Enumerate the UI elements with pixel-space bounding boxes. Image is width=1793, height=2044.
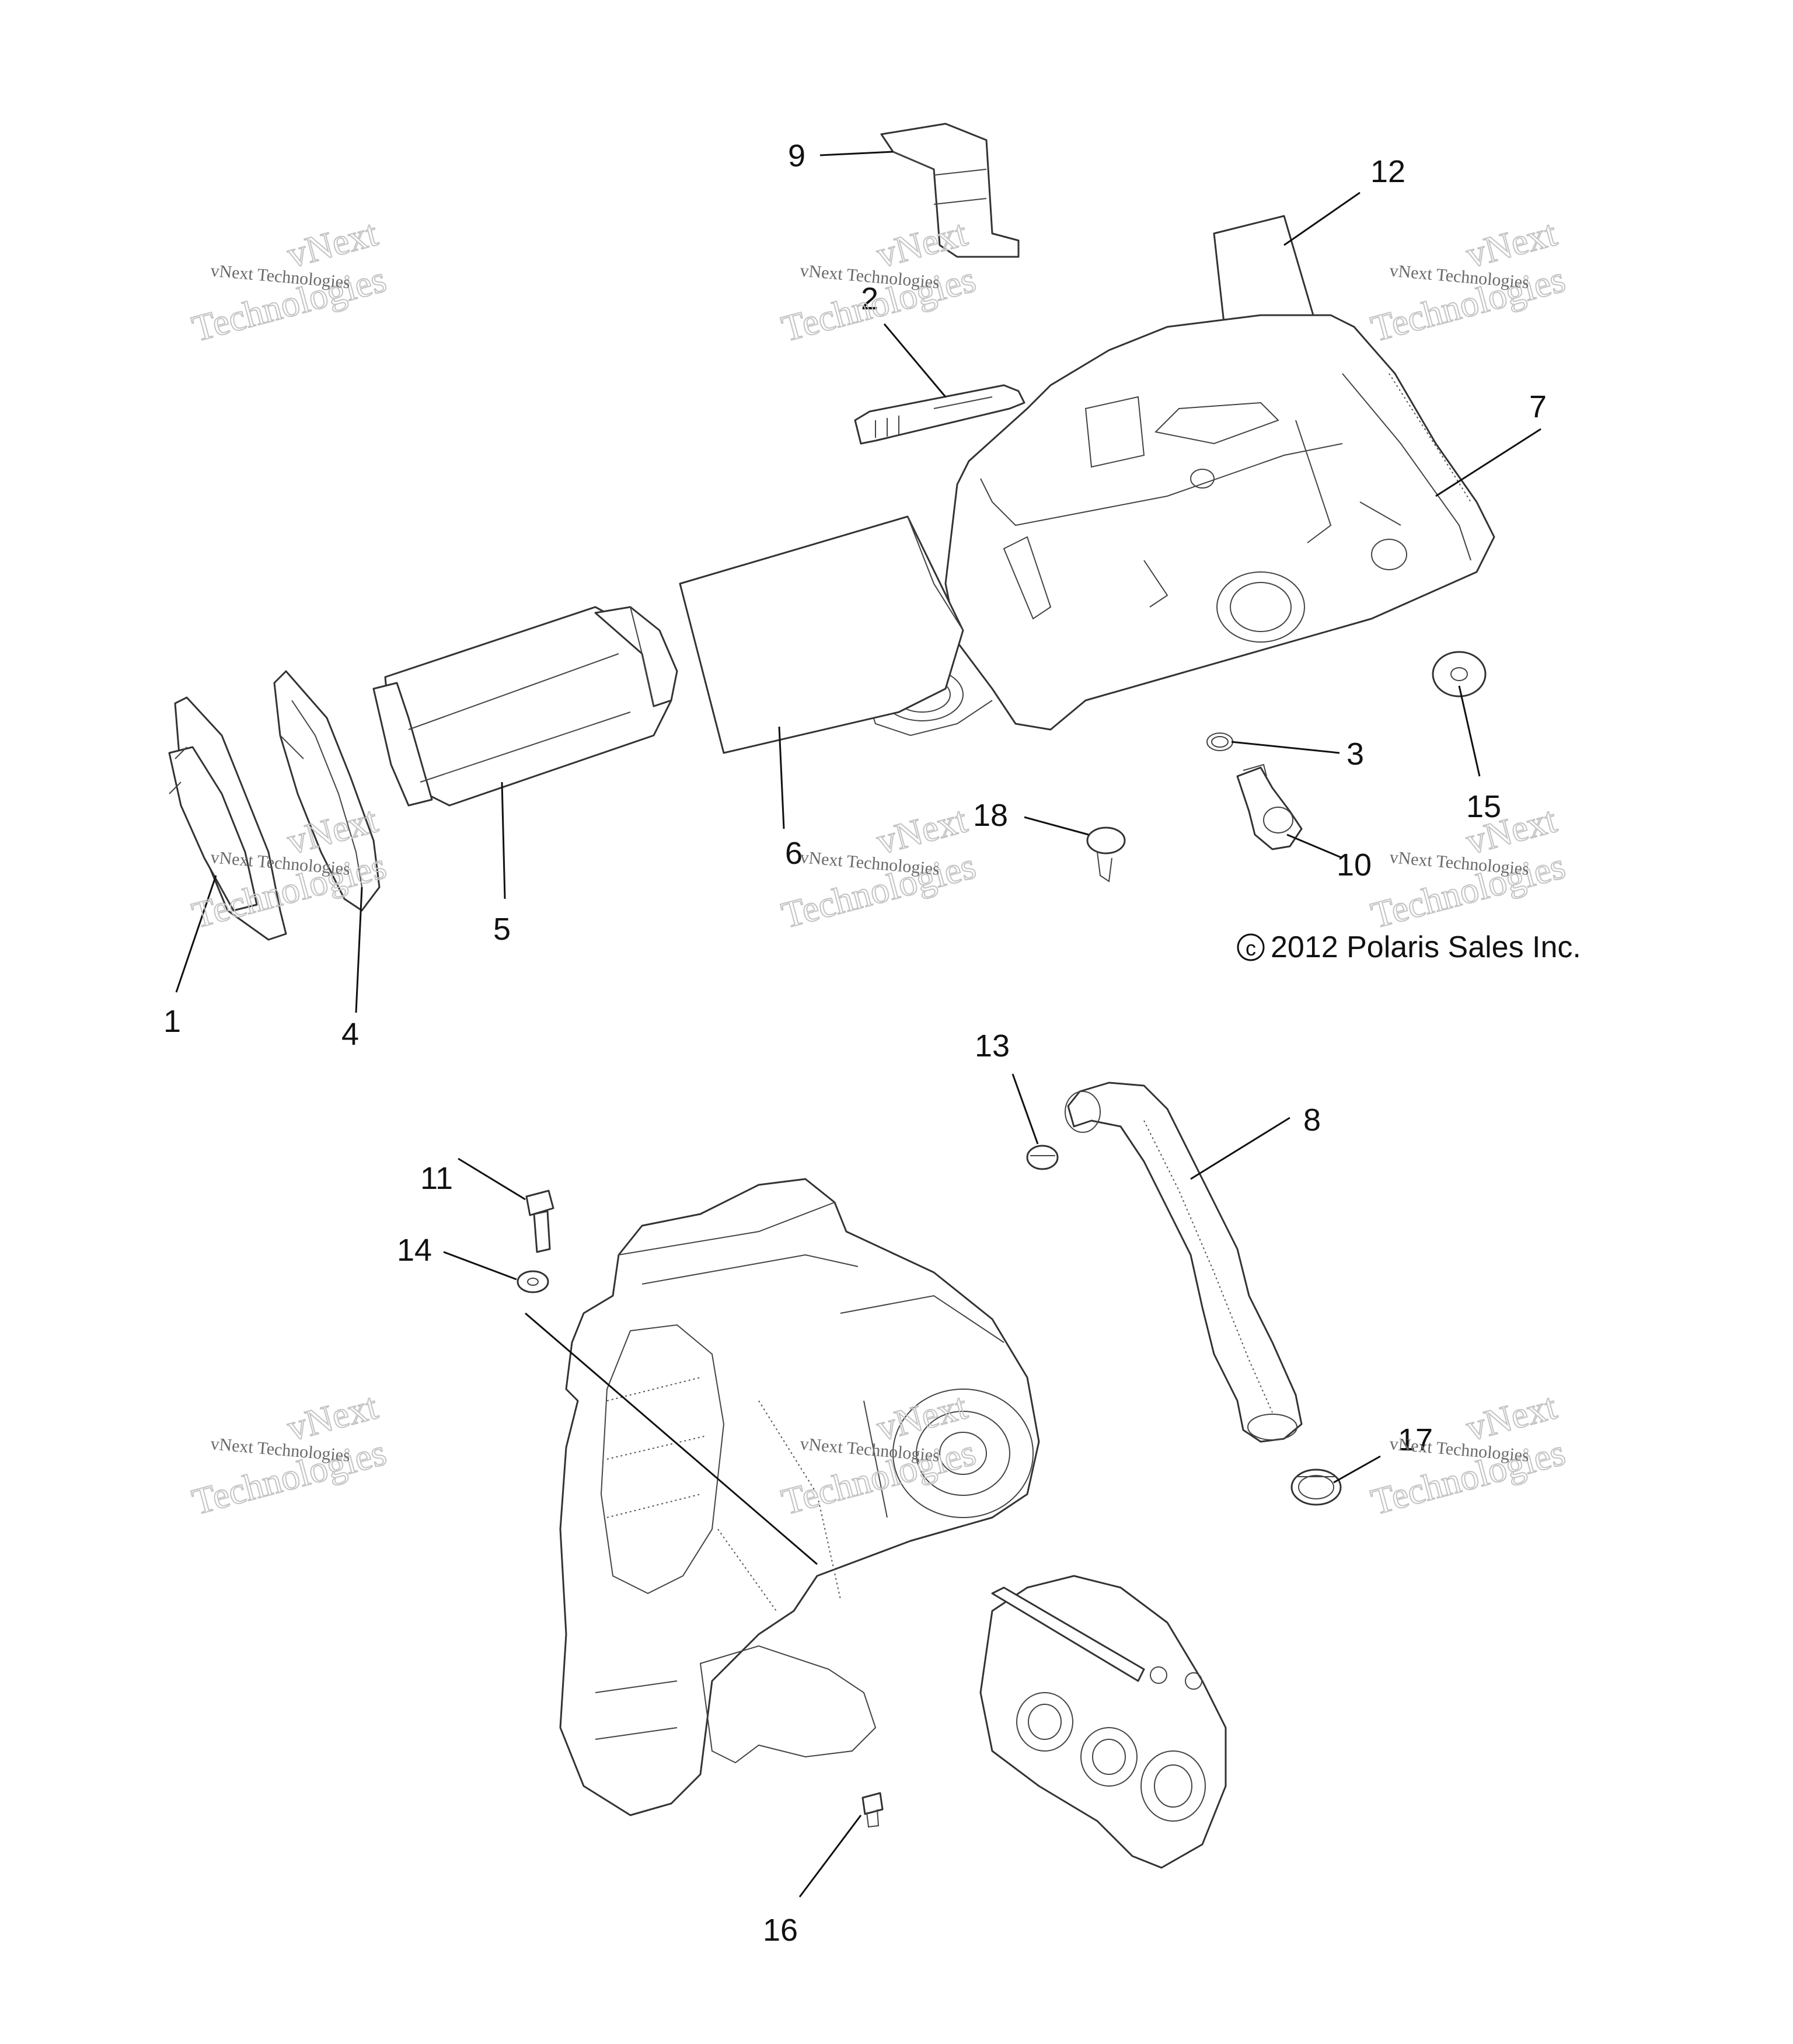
leader-14b — [525, 1312, 818, 1565]
callout-5: 5 — [493, 912, 511, 947]
throttle-body — [979, 1575, 1227, 1869]
callout-11: 11 — [420, 1161, 453, 1196]
callout-labels: 9 12 2 7 3 15 18 6 10 5 1 4 13 8 11 14 1… — [163, 138, 1547, 1948]
leader-15 — [1458, 685, 1481, 777]
part-1-cover — [168, 696, 287, 941]
part-14-washer — [517, 1270, 549, 1293]
callout-9: 9 — [788, 138, 805, 173]
leader-3 — [1231, 741, 1340, 754]
callout-18: 18 — [973, 798, 1008, 833]
part-5-air-filter — [372, 606, 678, 807]
leader-14 — [443, 1251, 517, 1281]
callout-8: 8 — [1303, 1103, 1321, 1138]
leader-7 — [1435, 428, 1541, 497]
leader-8 — [1190, 1117, 1290, 1180]
part-17-hose-clamp — [1290, 1469, 1342, 1506]
callout-6: 6 — [785, 836, 803, 871]
leader-6 — [778, 726, 785, 829]
leader-4 — [355, 887, 363, 1013]
callout-13: 13 — [975, 1028, 1010, 1063]
part-7-airbox-housing — [863, 314, 1495, 737]
part-9-clip-cover — [880, 123, 1020, 258]
part-2-latch-strap — [854, 384, 1025, 445]
leader-9 — [819, 151, 894, 156]
leader-17 — [1333, 1455, 1381, 1484]
copyright-text: 2012 Polaris Sales Inc. — [1271, 930, 1581, 964]
callout-15: 15 — [1466, 789, 1501, 824]
part-15-grommet — [1432, 651, 1487, 697]
leader-5 — [501, 782, 506, 899]
part-3-o-ring — [1206, 733, 1233, 751]
part-18-clamp — [1086, 826, 1126, 883]
callout-2: 2 — [861, 281, 878, 316]
leader-11 — [458, 1157, 526, 1201]
callout-3: 3 — [1347, 737, 1364, 772]
callout-4: 4 — [341, 1017, 359, 1052]
callout-1: 1 — [163, 1004, 181, 1039]
intake-plenum — [559, 1178, 1040, 1816]
callout-10: 10 — [1337, 847, 1372, 883]
part-16-bolt — [861, 1792, 884, 1828]
callout-17: 17 — [1398, 1422, 1433, 1457]
leader-2 — [883, 323, 947, 397]
part-8-hose — [1065, 1082, 1303, 1443]
part-11-bolt — [525, 1190, 554, 1253]
leader-18 — [1024, 816, 1089, 836]
leader-16 — [798, 1815, 862, 1897]
part-13-clamp — [1026, 1145, 1059, 1170]
part-4-gasket — [273, 670, 381, 912]
part-6-prefilter — [679, 515, 964, 754]
leader-12 — [1283, 191, 1361, 246]
leader-lines — [175, 151, 1541, 1897]
copyright-symbol: c — [1246, 936, 1256, 960]
leader-13 — [1011, 1073, 1039, 1145]
copyright-circle-icon — [1237, 933, 1265, 961]
callout-12: 12 — [1370, 154, 1405, 189]
copyright-notice: c 2012 Polaris Sales Inc. — [1237, 930, 1581, 964]
callout-14: 14 — [397, 1233, 432, 1268]
callout-16: 16 — [763, 1913, 798, 1948]
leader-1 — [175, 875, 217, 993]
callout-7: 7 — [1529, 389, 1547, 424]
leader-10 — [1286, 833, 1343, 859]
